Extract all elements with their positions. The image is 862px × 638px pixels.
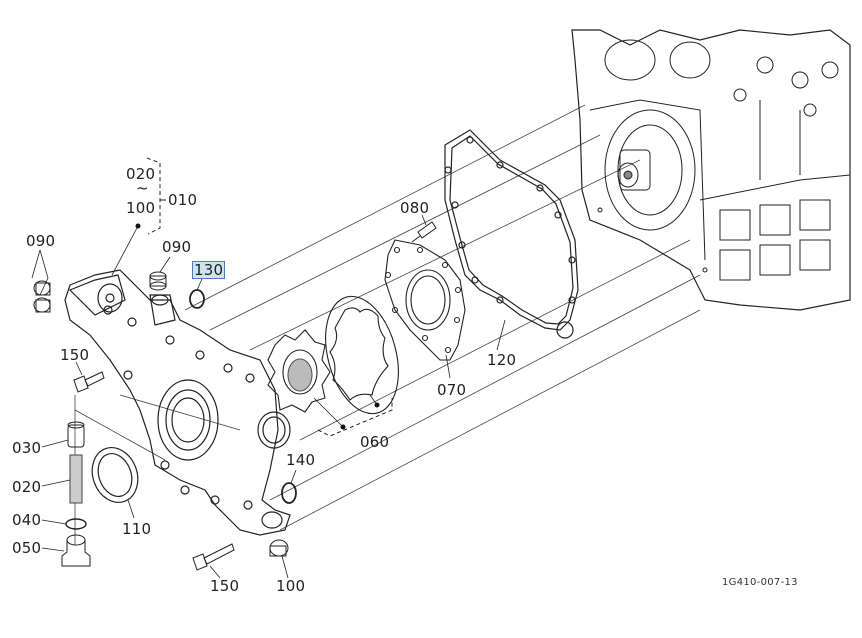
callout-010[interactable]: 010 <box>168 191 198 209</box>
spring-020 <box>70 455 82 503</box>
o-ring-130 <box>190 290 204 308</box>
callout-150-upper[interactable]: 150 <box>60 346 90 364</box>
o-ring-140 <box>282 483 296 503</box>
plate-070 <box>385 240 465 360</box>
plug-050 <box>62 535 90 566</box>
callout-090-top[interactable]: 090 <box>162 238 192 256</box>
callout-020[interactable]: 020 <box>12 478 42 496</box>
leader-lines <box>32 215 505 578</box>
drawing-code: 1G410-007-13 <box>722 577 798 588</box>
callout-030[interactable]: 030 <box>12 439 42 457</box>
callout-060[interactable]: 060 <box>360 433 390 451</box>
bolt-150-upper <box>74 372 104 392</box>
group-bracket-010 <box>147 158 160 234</box>
leader-dots <box>135 223 380 430</box>
plug-090-pair <box>34 281 50 312</box>
screw-080 <box>412 222 436 242</box>
callout-150-lower[interactable]: 150 <box>210 577 240 595</box>
inner-rotor-060 <box>268 330 330 412</box>
callout-070[interactable]: 070 <box>437 381 467 399</box>
callout-120[interactable]: 120 <box>487 351 517 369</box>
outer-rotor-060 <box>314 288 411 422</box>
callout-090-pair[interactable]: 090 <box>26 232 56 250</box>
group-bracket-060 <box>318 398 392 436</box>
relief-valve-030 <box>68 422 84 447</box>
callout-110[interactable]: 110 <box>122 520 152 538</box>
callout-range-sep: ~ <box>136 179 149 197</box>
callout-050[interactable]: 050 <box>12 539 42 557</box>
callout-range-to[interactable]: 100 <box>126 199 156 217</box>
callout-100[interactable]: 100 <box>276 577 306 595</box>
plug-100 <box>270 540 288 556</box>
oil-seal-110 <box>85 441 145 509</box>
callout-range-from[interactable]: 020 <box>126 165 156 183</box>
oil-pump-body <box>65 270 290 535</box>
washer-040 <box>66 519 86 529</box>
assembly-guide-lines <box>75 105 700 545</box>
plug-090-top <box>150 272 166 290</box>
engine-block <box>572 30 850 310</box>
callout-140[interactable]: 140 <box>286 451 316 469</box>
gasket-120 <box>445 130 578 338</box>
callout-130-highlighted[interactable]: 130 <box>191 261 226 279</box>
bolt-150-lower <box>193 544 234 570</box>
callout-040[interactable]: 040 <box>12 511 42 529</box>
callout-080[interactable]: 080 <box>400 199 430 217</box>
